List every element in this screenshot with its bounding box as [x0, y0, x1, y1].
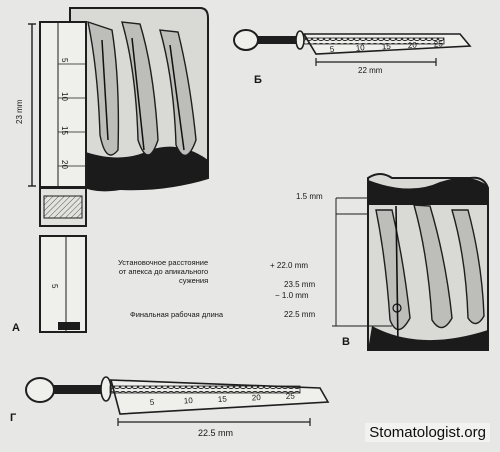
ruler-g-tick-label: 25 [286, 391, 296, 401]
panel-v-offset-label: 1.5 mm [296, 192, 323, 201]
panel-a-ruler: 5 10 15 20 5 [28, 21, 87, 333]
ruler-a-tick-label: 10 [60, 92, 69, 101]
ruler-b-tick-label: 5 [330, 45, 336, 54]
ruler-a-tick-label: 5 [60, 58, 69, 63]
ruler-g-tick-label: 5 [150, 398, 156, 407]
ruler-g-tick-label: 20 [252, 393, 262, 403]
panel-g-length-label: 22.5 mm [198, 428, 234, 438]
panel-a-tooth [69, 7, 209, 192]
panel-a-length-label: 23 mm [15, 99, 24, 124]
set-distance-label: Установочное расстояние от апекса до апи… [118, 258, 209, 285]
panel-g-instrument: 5 10 15 20 25 [25, 376, 330, 426]
final-length-label: Финальная рабочая длина [130, 310, 224, 319]
ruler-b-tick-label: 25 [434, 39, 444, 49]
ruler-g-tick-label: 10 [184, 396, 194, 406]
ruler-b-tick-label: 20 [408, 40, 418, 50]
final-length-value: 22.5 mm [284, 310, 316, 319]
set-distance-value: + 22.0 mm [270, 261, 309, 270]
panel-g-label: Г [10, 412, 17, 424]
ruler-g-tick-label: 15 [218, 394, 228, 404]
panel-v-label: В [342, 336, 350, 348]
panel-a-label: А [12, 322, 20, 334]
panel-b-instrument: 5 10 15 20 25 [233, 29, 472, 66]
subtract-value: − 1.0 mm [275, 291, 309, 300]
ruler-a-tick-label: 15 [60, 126, 69, 135]
ruler-b-tick-label: 15 [382, 42, 392, 52]
sum-value: 23.5 mm [284, 280, 316, 289]
watermark: Stomatologist.org [365, 423, 490, 442]
panel-b-length-label: 22 mm [358, 66, 383, 75]
panel-b-label: Б [254, 74, 262, 86]
ruler-a-tick-label: 20 [60, 160, 69, 169]
ruler-b-tick-label: 10 [356, 43, 366, 53]
panel-v-tooth [332, 173, 489, 351]
ruler-a-bottom-tick-label: 5 [50, 284, 59, 289]
